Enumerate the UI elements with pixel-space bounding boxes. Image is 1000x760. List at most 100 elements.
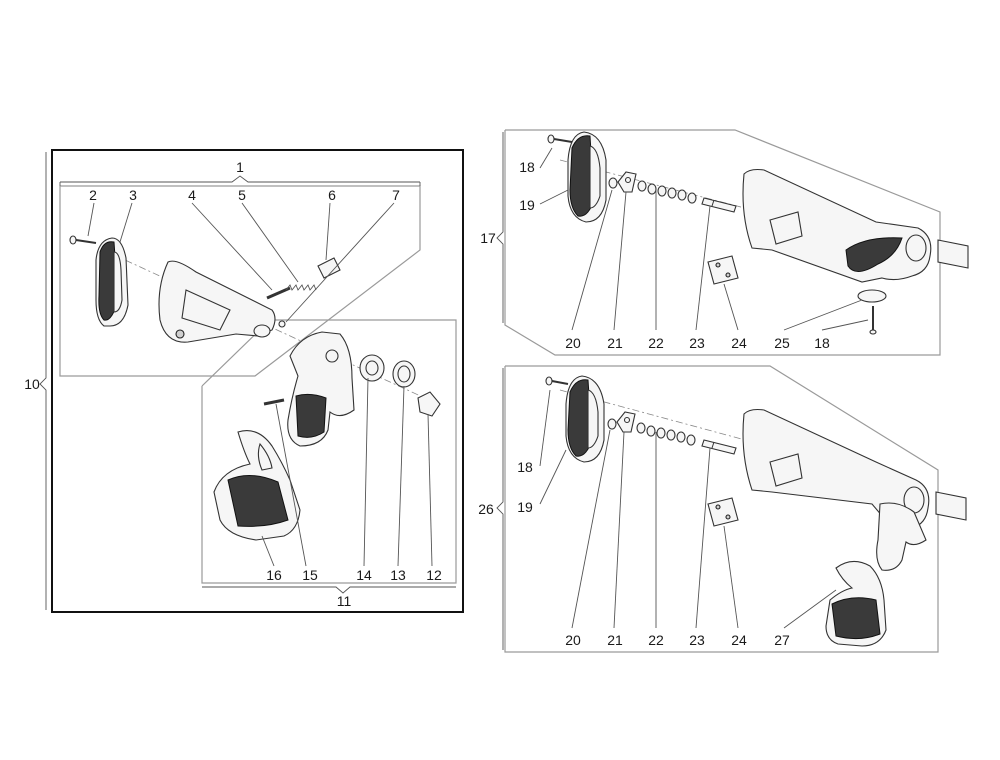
callout-u20: 20 xyxy=(565,335,581,351)
callout-2: 2 xyxy=(89,187,97,203)
nut-icon xyxy=(608,177,618,189)
brace-10 xyxy=(39,152,47,610)
recoil-pad-icon xyxy=(565,375,605,463)
grip-adapter-icon xyxy=(876,502,927,571)
screw-icon xyxy=(545,376,569,386)
callout-d22: 22 xyxy=(648,632,664,648)
nut-icon xyxy=(359,354,385,382)
callout-u18a: 18 xyxy=(519,159,535,175)
brace-11 xyxy=(202,586,456,594)
leader-u24 xyxy=(723,283,739,331)
leader-u18b xyxy=(821,319,869,331)
callout-12: 12 xyxy=(426,567,442,583)
leader-6 xyxy=(325,202,331,261)
callout-6: 6 xyxy=(328,187,336,203)
bolt-icon xyxy=(701,197,737,213)
leader-16 xyxy=(261,535,275,567)
plunger-icon xyxy=(317,257,341,279)
leader-2 xyxy=(87,202,95,237)
plate-icon xyxy=(616,411,636,433)
assembly-26-frame xyxy=(504,365,939,653)
stock-body-icon xyxy=(742,408,967,531)
leader-d24 xyxy=(723,525,739,629)
callout-d19: 19 xyxy=(517,499,533,515)
plate-icon xyxy=(617,171,637,193)
callout-d21: 21 xyxy=(607,632,623,648)
brace-17 xyxy=(496,132,504,323)
spring-icon xyxy=(285,284,317,291)
callout-16: 16 xyxy=(266,567,282,583)
screw-icon xyxy=(69,235,97,245)
assembly-17: 18 19 17 20 21 22 23 24 25 18 xyxy=(480,129,969,356)
stock-body-icon xyxy=(742,168,969,283)
callout-11: 11 xyxy=(337,593,352,609)
subassembly-1-frame xyxy=(59,185,421,377)
nut-icon xyxy=(607,418,617,430)
callout-u18b: 18 xyxy=(814,335,830,351)
leader-12 xyxy=(427,413,433,567)
leader-15 xyxy=(275,403,307,567)
leader-u18a xyxy=(539,147,553,169)
callout-u25: 25 xyxy=(774,335,790,351)
leader-d27 xyxy=(783,589,837,629)
leader-u20 xyxy=(571,189,613,331)
callout-1: 1 xyxy=(236,159,244,175)
callout-u24: 24 xyxy=(731,335,747,351)
callout-u21: 21 xyxy=(607,335,623,351)
stock-body-icon xyxy=(158,260,276,343)
callout-u23: 23 xyxy=(689,335,705,351)
pistol-grip-icon xyxy=(825,560,887,647)
leader-u23 xyxy=(695,205,711,331)
screw-icon xyxy=(547,134,573,144)
callout-d24: 24 xyxy=(731,632,747,648)
leader-3 xyxy=(119,202,133,243)
bolt-icon xyxy=(701,439,737,455)
callout-7: 7 xyxy=(392,187,400,203)
leader-4 xyxy=(191,202,273,291)
fitting-icon xyxy=(417,391,441,417)
brace-26 xyxy=(496,368,504,650)
callout-3: 3 xyxy=(129,187,137,203)
leader-13 xyxy=(397,385,405,567)
washer-icon xyxy=(392,360,416,388)
assembly-10: 1 2 3 4 5 6 7 10 16 15 14 13 12 11 xyxy=(24,149,464,613)
callout-14: 14 xyxy=(356,567,372,583)
washers-icon xyxy=(636,422,696,446)
assembly-26: 18 19 26 20 21 22 23 24 27 xyxy=(478,365,967,653)
leader-14 xyxy=(363,377,369,567)
callout-d20: 20 xyxy=(565,632,581,648)
leader-d18 xyxy=(539,389,551,467)
leader-u25 xyxy=(783,299,863,331)
leader-d20 xyxy=(571,429,611,629)
callout-d27: 27 xyxy=(774,632,790,648)
recoil-pad-icon xyxy=(95,237,129,327)
callout-26: 26 xyxy=(478,501,494,517)
callout-d23: 23 xyxy=(689,632,705,648)
recoil-pad-icon xyxy=(567,131,607,223)
washers-icon xyxy=(637,180,697,204)
pin-icon xyxy=(263,398,285,406)
pistol-grip-icon xyxy=(213,430,301,541)
square-plate-icon xyxy=(707,255,739,285)
assembly-axis xyxy=(111,253,441,406)
leader-d23 xyxy=(695,447,711,629)
leader-u21 xyxy=(613,191,627,331)
square-plate-icon xyxy=(707,497,739,527)
screw-icon xyxy=(869,306,877,335)
disc-icon xyxy=(857,289,887,303)
brace-1 xyxy=(59,175,421,186)
leader-d19 xyxy=(539,449,567,505)
small-screw-icon xyxy=(278,320,286,328)
callout-u22: 22 xyxy=(648,335,664,351)
callout-17: 17 xyxy=(480,230,496,246)
grip-adapter-icon xyxy=(287,331,355,447)
leader-d21 xyxy=(613,431,625,629)
callout-u19: 19 xyxy=(519,197,535,213)
callout-15: 15 xyxy=(302,567,318,583)
assembly-10-frame xyxy=(51,149,464,613)
callout-13: 13 xyxy=(390,567,406,583)
leader-u19 xyxy=(539,189,569,205)
leader-7 xyxy=(285,202,395,323)
leader-5 xyxy=(241,202,299,283)
